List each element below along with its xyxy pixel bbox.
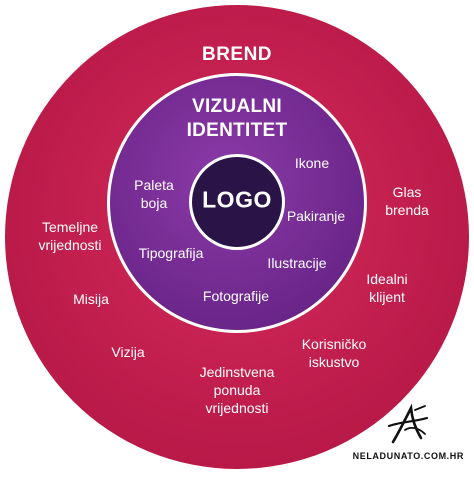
vi-item-ilustracije: Ilustracije <box>267 255 327 271</box>
brand-item-jedinstvena-ponuda: Jedinstvena ponuda vrijednosti <box>199 364 275 416</box>
footer-site-text: NELADUNATO.COM.HR <box>352 451 464 461</box>
vi-item-ikone: Ikone <box>294 155 330 171</box>
brand-item-idealni-klijent: Idealni klijent <box>366 271 408 305</box>
brand-item-glas-brenda: Glas brenda <box>385 184 429 218</box>
brand-item-temeljne-vrijednosti: Temeljne vrijednosti <box>38 219 102 253</box>
vi-item-pakiranje: Pakiranje <box>286 208 346 224</box>
vi-item-fotografije: Fotografije <box>202 288 270 304</box>
brand-item-korisnicko-iskustvo: Korisničko iskustvo <box>301 336 367 370</box>
vi-item-tipografija: Tipografija <box>138 245 204 261</box>
logo-label: LOGO <box>202 186 272 213</box>
brand-title: BREND <box>201 44 273 65</box>
logo-circle <box>192 157 282 247</box>
signature-logo-icon <box>388 404 429 444</box>
footer-brand: NELADUNATO.COM.HR <box>353 404 464 464</box>
brand-item-vizija: Vizija <box>111 344 145 360</box>
visual-identity-title: VIZUALNI IDENTITET <box>186 96 288 141</box>
brand-item-misija: Misija <box>73 291 109 307</box>
vi-item-paleta-boja: Paleta boja <box>134 177 174 211</box>
